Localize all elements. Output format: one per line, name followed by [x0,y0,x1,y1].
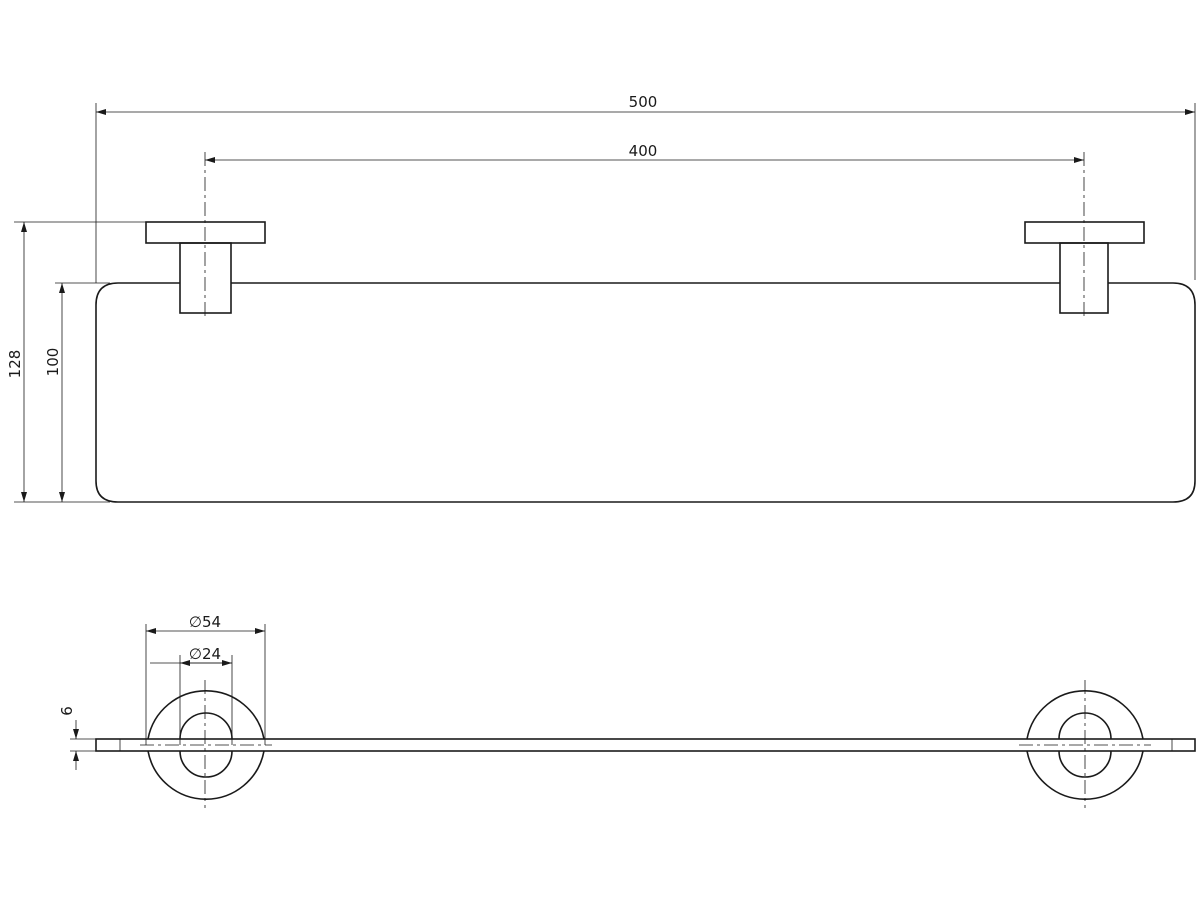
dim-overall-depth: 128 [6,221,146,503]
right-bracket-front [1019,680,1151,808]
dim-400-label: 400 [629,142,658,160]
glass-shelf-outline [95,282,1196,503]
dim-54-label: ∅54 [189,613,221,631]
dim-bracket-spacing: 400 [205,142,1084,163]
left-post [179,242,232,314]
right-bracket-top [1024,152,1145,320]
left-post-circle [179,712,233,778]
dim-500-label: 500 [629,93,658,111]
left-bracket-top [145,152,266,320]
dim-shelf-depth: 100 [44,282,110,502]
dim-post-diameter: ∅24 [150,645,233,745]
right-flange [1024,221,1145,244]
glass-edge [95,738,1196,752]
dim-128-label: 128 [6,350,24,379]
top-view: 500 400 128 100 [6,93,1196,503]
left-flange [145,221,266,244]
dim-6-label: 6 [58,706,76,716]
dim-glass-thickness: 6 [58,706,96,770]
front-view: ∅54 ∅24 6 [58,613,1196,808]
dim-24-label: ∅24 [189,645,221,663]
dim-100-label: 100 [44,348,62,377]
left-bracket-front [140,680,272,808]
dim-flange-diameter: ∅54 [145,613,266,745]
dim-overall-width: 500 [95,93,1196,283]
left-flange-circle [147,690,265,800]
